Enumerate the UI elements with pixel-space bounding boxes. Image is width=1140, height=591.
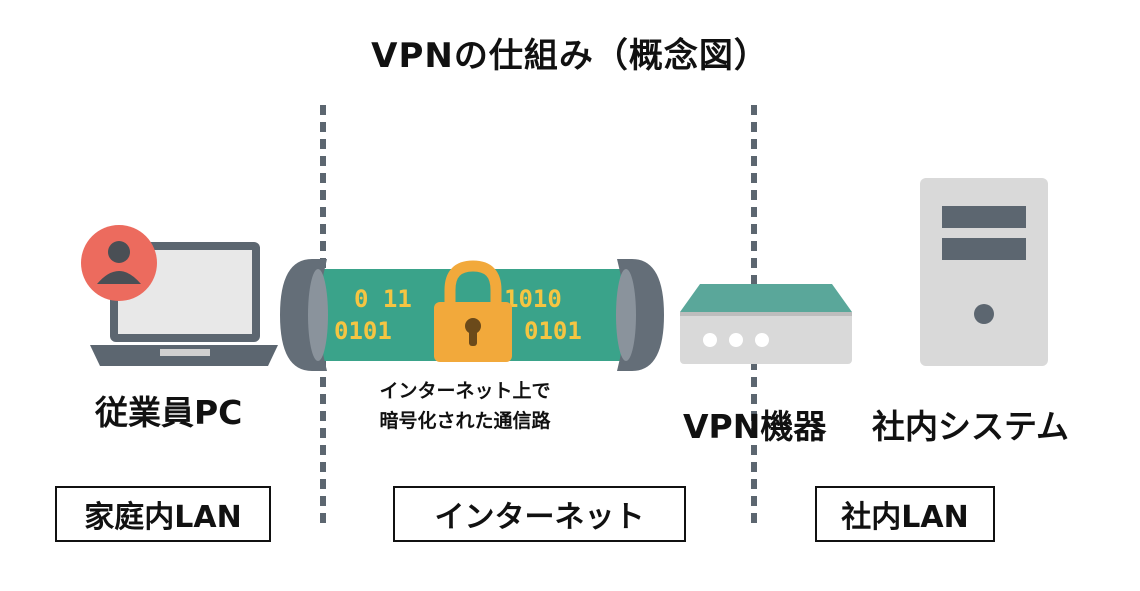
tunnel-caption-line2: 暗号化された通信路 xyxy=(379,410,551,432)
diagram-title: VPNの仕組み（概念図） xyxy=(371,36,769,76)
encrypted-tunnel: 0 11 0101 1010 0101 xyxy=(280,259,664,371)
bits-bottom-right: 0101 xyxy=(524,317,582,345)
vpn-router-icon xyxy=(680,284,852,364)
lock-icon xyxy=(434,260,512,362)
bits-bottom-left: 0101 xyxy=(334,317,392,345)
server-icon xyxy=(920,178,1048,366)
bits-top-right: 1010 xyxy=(504,285,562,313)
tunnel-caption: インターネット上で 暗号化された通信路 xyxy=(335,376,595,436)
pc-label: 従業員PC xyxy=(95,393,243,432)
user-avatar-icon xyxy=(81,225,157,301)
zone-internet: インターネット xyxy=(393,486,686,542)
bits-top-left: 0 11 xyxy=(354,285,412,313)
zone-home-lan: 家庭内LAN xyxy=(55,486,271,542)
zone-corporate-lan: 社内LAN xyxy=(815,486,995,542)
tunnel-caption-line1: インターネット上で xyxy=(379,380,551,402)
vpn-device-label: VPN機器 xyxy=(683,407,827,446)
internal-system-label: 社内システム xyxy=(872,407,1070,446)
